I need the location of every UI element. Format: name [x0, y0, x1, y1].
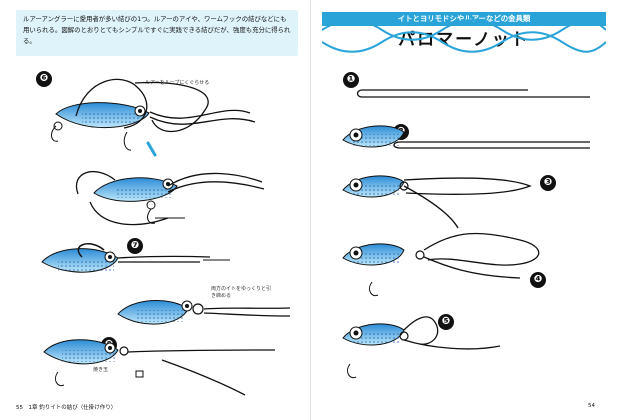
- intro-text: ルアーアングラーに愛用者が多い結びの1つ。ルアーのアイや、ワームフックの結びなど…: [16, 10, 298, 56]
- step-3-lure-with-loop: [342, 175, 532, 229]
- note-lure-loop: ルアーをループにくぐらせる: [145, 80, 210, 86]
- note-split-shot: 焼き玉: [93, 367, 109, 373]
- step-1-number: ❶: [343, 72, 359, 88]
- page-gutter: [310, 0, 311, 420]
- step-7-tightened-knot: [117, 300, 291, 325]
- step-7-number: ❼: [127, 238, 143, 254]
- step-2-lure-with-line: [342, 125, 590, 149]
- right-page: [310, 0, 620, 420]
- note-pull-both: 両方のイトをゆっくりと引き締める: [211, 286, 272, 299]
- footer-left: 55 1章 釣りイトの結び（仕掛け作り）: [16, 405, 117, 411]
- step-5-lure-final-loop: [342, 316, 501, 379]
- step-4-number: ❹: [530, 272, 546, 288]
- step-6-lure-through-loop: [75, 170, 265, 226]
- step-6-lure-illustration: [51, 78, 256, 157]
- step-4-lure-with-overhand: [342, 232, 540, 297]
- step-8-lure-illustration: [43, 339, 276, 396]
- step-1-line-loop: [356, 89, 590, 98]
- step-5-number: ❺: [438, 314, 454, 330]
- step-6-number: ❻: [36, 71, 52, 87]
- footer-right: 54: [588, 403, 595, 409]
- step-7-lure-illustration: [41, 243, 230, 273]
- step-3-number: ❸: [540, 175, 556, 191]
